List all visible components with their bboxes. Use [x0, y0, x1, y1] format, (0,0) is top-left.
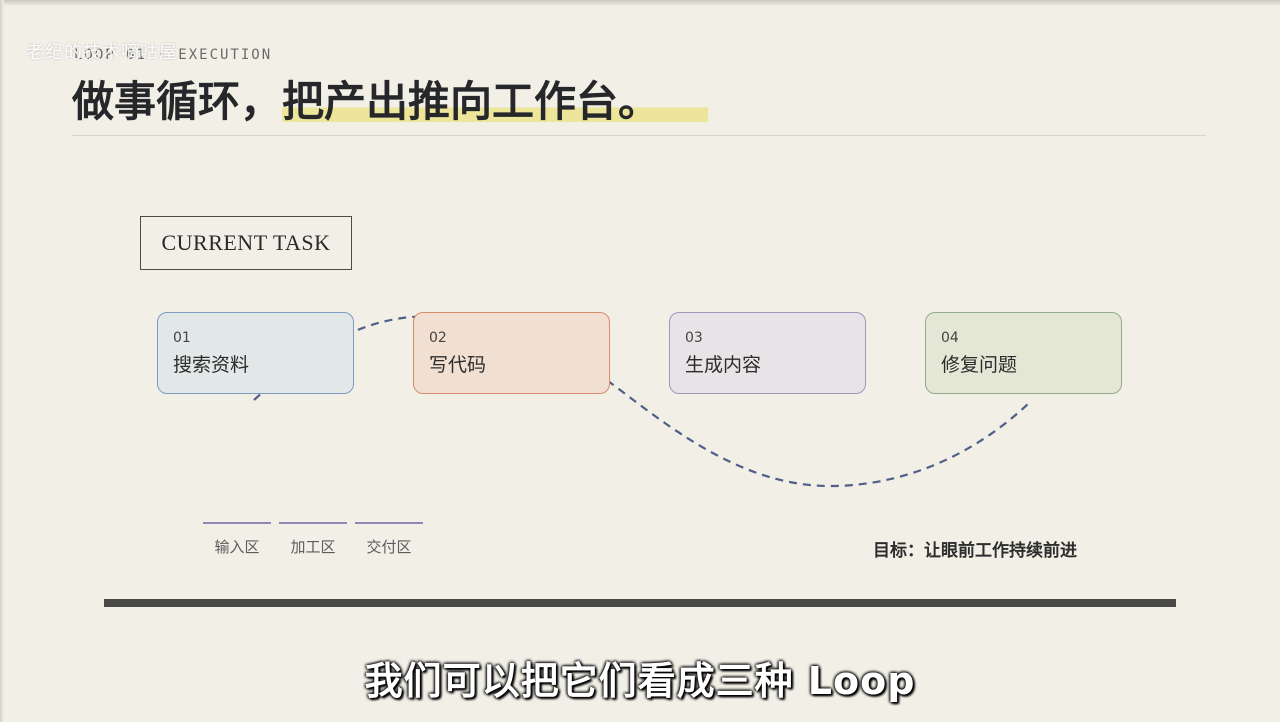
step-number: 04 — [941, 330, 959, 346]
title-divider — [72, 135, 1206, 136]
channel-watermark: 老纪的技术嘀咕屋 — [26, 42, 178, 63]
bottom-progress-bar — [104, 599, 1176, 607]
frame-edge — [0, 0, 1280, 6]
zone-bar — [279, 522, 347, 524]
step-label: 搜索资料 — [173, 354, 250, 376]
step-label: 写代码 — [429, 354, 487, 376]
current-task-box: CURRENT TASK — [140, 216, 352, 270]
zone-label: 加工区 — [290, 538, 336, 556]
step-card-fix: 04 修复问题 — [925, 312, 1122, 394]
zone-input: 输入区 — [203, 522, 271, 557]
zone-label: 交付区 — [366, 538, 412, 556]
step-number: 02 — [429, 330, 447, 346]
title-plain: 做事循环， — [72, 77, 283, 126]
zone-process: 加工区 — [279, 522, 347, 557]
step-card-content: 03 生成内容 — [669, 312, 866, 394]
step-number: 01 — [173, 330, 191, 346]
dashed-flow-path — [253, 315, 1031, 488]
goal-statement: 目标：让眼前工作持续前进 — [873, 541, 1077, 561]
step-label: 生成内容 — [685, 354, 762, 376]
zone-bar — [355, 522, 423, 524]
zone-deliver: 交付区 — [355, 522, 423, 557]
video-subtitle: 我们可以把它们看成三种 Loop — [364, 659, 916, 703]
step-card-search: 01 搜索资料 — [157, 312, 354, 394]
step-card-code: 02 写代码 — [413, 312, 610, 394]
slide-title: 做事循环，把产出推向工作台。 — [72, 76, 709, 128]
frame-edge-left — [0, 0, 4, 722]
zone-label: 输入区 — [214, 538, 260, 556]
slide-kicker: LOOP 01 · EXECUTION — [74, 47, 273, 63]
title-highlight: 把产出推向工作台。 — [282, 77, 709, 126]
step-number: 03 — [685, 330, 703, 346]
step-label: 修复问题 — [941, 354, 1018, 376]
zone-bar — [203, 522, 271, 524]
